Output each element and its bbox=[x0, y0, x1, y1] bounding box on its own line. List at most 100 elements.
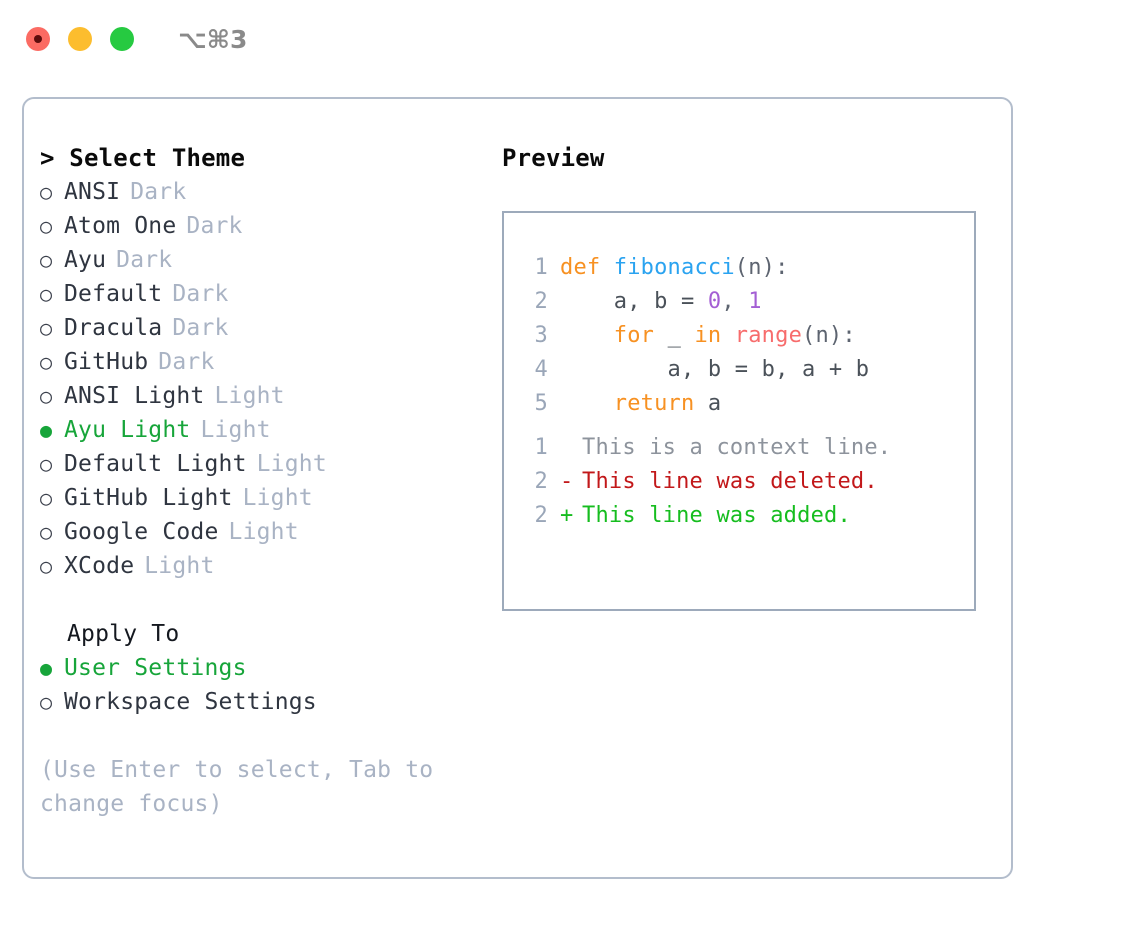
theme-option-ayu-light[interactable]: ● Ayu Light Light bbox=[40, 413, 480, 447]
theme-variant-tag: Light bbox=[200, 417, 271, 443]
theme-variant-tag: Dark bbox=[158, 349, 215, 375]
radio-unselected-icon: ○ bbox=[40, 520, 53, 544]
select-theme-header: > Select Theme bbox=[40, 144, 246, 172]
maximize-button[interactable] bbox=[110, 27, 134, 51]
theme-variant-tag: Dark bbox=[116, 247, 173, 273]
code-token: , bbox=[721, 289, 749, 314]
code-token: 0 bbox=[707, 289, 722, 314]
code-token: def bbox=[560, 255, 614, 280]
preview-box: 1 def fibonacci (n): 2 a, b = 0, 1 3 for _ i… bbox=[502, 211, 976, 611]
theme-variant-tag: Light bbox=[228, 519, 299, 545]
theme-option-atom-one[interactable]: ○ Atom One Dark bbox=[40, 209, 480, 243]
apply-to-option-list: ● User Settings ○ Workspace Settings bbox=[40, 651, 480, 719]
code-token: a bbox=[707, 391, 722, 416]
radio-unselected-icon: ○ bbox=[40, 486, 53, 510]
theme-option-label: Default bbox=[64, 281, 163, 307]
traffic-light-buttons bbox=[26, 27, 134, 51]
keyboard-shortcut-label: ⌥⌘3 bbox=[178, 24, 248, 54]
theme-option-github[interactable]: ○ GitHub Dark bbox=[40, 345, 480, 379]
preview-title: Preview bbox=[502, 144, 605, 172]
diff-sample: 1 This is a context line.2-This line was… bbox=[526, 431, 892, 533]
theme-option-ayu[interactable]: ○ Ayu Dark bbox=[40, 243, 480, 277]
theme-variant-tag: Dark bbox=[172, 315, 229, 341]
theme-option-github-light[interactable]: ○ GitHub Light Light bbox=[40, 481, 480, 515]
code-line-number: 5 bbox=[534, 391, 548, 416]
code-line: 4 a, b = b, a + b bbox=[526, 353, 870, 387]
theme-option-label: XCode bbox=[64, 553, 135, 579]
diff-line-number: 2 bbox=[534, 503, 548, 528]
radio-selected-icon: ● bbox=[40, 418, 53, 442]
code-token: (n): bbox=[802, 323, 856, 348]
apply-to-section: Apply To ● User Settings ○ Workspace Settin… bbox=[40, 617, 480, 719]
radio-unselected-icon: ○ bbox=[40, 248, 53, 272]
theme-variant-tag: Dark bbox=[186, 213, 243, 239]
theme-option-label: GitHub Light bbox=[64, 485, 233, 511]
theme-variant-tag: Dark bbox=[130, 179, 187, 205]
apply-to-title: Apply To bbox=[67, 621, 180, 647]
theme-variant-tag: Light bbox=[242, 485, 313, 511]
apply-to-option-label: Workspace Settings bbox=[64, 689, 317, 715]
diff-line: 1 This is a context line. bbox=[526, 431, 892, 465]
minimize-button[interactable] bbox=[68, 27, 92, 51]
radio-unselected-icon: ○ bbox=[40, 350, 53, 374]
theme-option-label: ANSI Light bbox=[64, 383, 205, 409]
window-titlebar: ⌥⌘3 bbox=[0, 0, 1140, 78]
diff-sign: - bbox=[560, 469, 574, 494]
keyboard-hint-text: (Use Enter to select, Tab to change focu… bbox=[40, 757, 434, 817]
apply-to-option-user-settings[interactable]: ● User Settings bbox=[40, 651, 480, 685]
code-line: 2 a, b = 0, 1 bbox=[526, 285, 869, 319]
apply-to-option-label: User Settings bbox=[64, 655, 247, 681]
code-token: a, b = bbox=[560, 289, 708, 314]
theme-option-label: Atom One bbox=[64, 213, 177, 239]
theme-option-label: Ayu bbox=[64, 247, 107, 273]
code-token: in bbox=[694, 323, 735, 348]
code-sample: 1 def fibonacci (n): 2 a, b = 0, 1 3 for _ i… bbox=[526, 251, 870, 421]
radio-unselected-icon: ○ bbox=[40, 690, 53, 714]
theme-option-label: Dracula bbox=[64, 315, 163, 341]
theme-option-dracula[interactable]: ○ Dracula Dark bbox=[40, 311, 480, 345]
code-line-number: 4 bbox=[534, 357, 548, 382]
code-token: fibonacci bbox=[613, 255, 735, 280]
radio-unselected-icon: ○ bbox=[40, 316, 53, 340]
theme-variant-tag: Light bbox=[144, 553, 215, 579]
radio-unselected-icon: ○ bbox=[40, 214, 53, 238]
close-button[interactable] bbox=[26, 27, 50, 51]
theme-variant-tag: Light bbox=[214, 383, 285, 409]
apply-to-option-workspace-settings[interactable]: ○ Workspace Settings bbox=[40, 685, 480, 719]
radio-unselected-icon: ○ bbox=[40, 554, 53, 578]
diff-line-number: 1 bbox=[534, 435, 548, 460]
code-token: return bbox=[560, 391, 708, 416]
diff-text: This line was deleted. bbox=[582, 469, 878, 494]
radio-unselected-icon: ○ bbox=[40, 180, 53, 204]
theme-variant-tag: Light bbox=[256, 451, 327, 477]
code-token: for bbox=[560, 323, 668, 348]
theme-option-label: Ayu Light bbox=[64, 417, 191, 443]
code-token: _ bbox=[667, 323, 695, 348]
diff-line: 2+This line was added. bbox=[526, 499, 891, 533]
code-line-number: 2 bbox=[534, 289, 548, 314]
code-token: range bbox=[734, 323, 803, 348]
code-line: 5 return a bbox=[526, 387, 869, 421]
code-line-number: 3 bbox=[534, 323, 548, 348]
diff-line: 2-This line was deleted. bbox=[526, 465, 891, 499]
code-line-number: 1 bbox=[534, 255, 548, 280]
radio-selected-icon: ● bbox=[40, 656, 53, 680]
theme-option-xcode[interactable]: ○ XCode Light bbox=[40, 549, 480, 583]
theme-option-label: GitHub bbox=[64, 349, 149, 375]
theme-variant-tag: Dark bbox=[172, 281, 229, 307]
preview-column: Preview 1 def fibonacci (n): 2 a, b = 0, 1 3… bbox=[502, 141, 1002, 611]
diff-text: This is a context line. bbox=[582, 435, 892, 460]
radio-unselected-icon: ○ bbox=[40, 452, 53, 476]
diff-sign bbox=[560, 431, 582, 465]
diff-line-number: 2 bbox=[534, 469, 548, 494]
code-token: 1 bbox=[748, 289, 762, 314]
